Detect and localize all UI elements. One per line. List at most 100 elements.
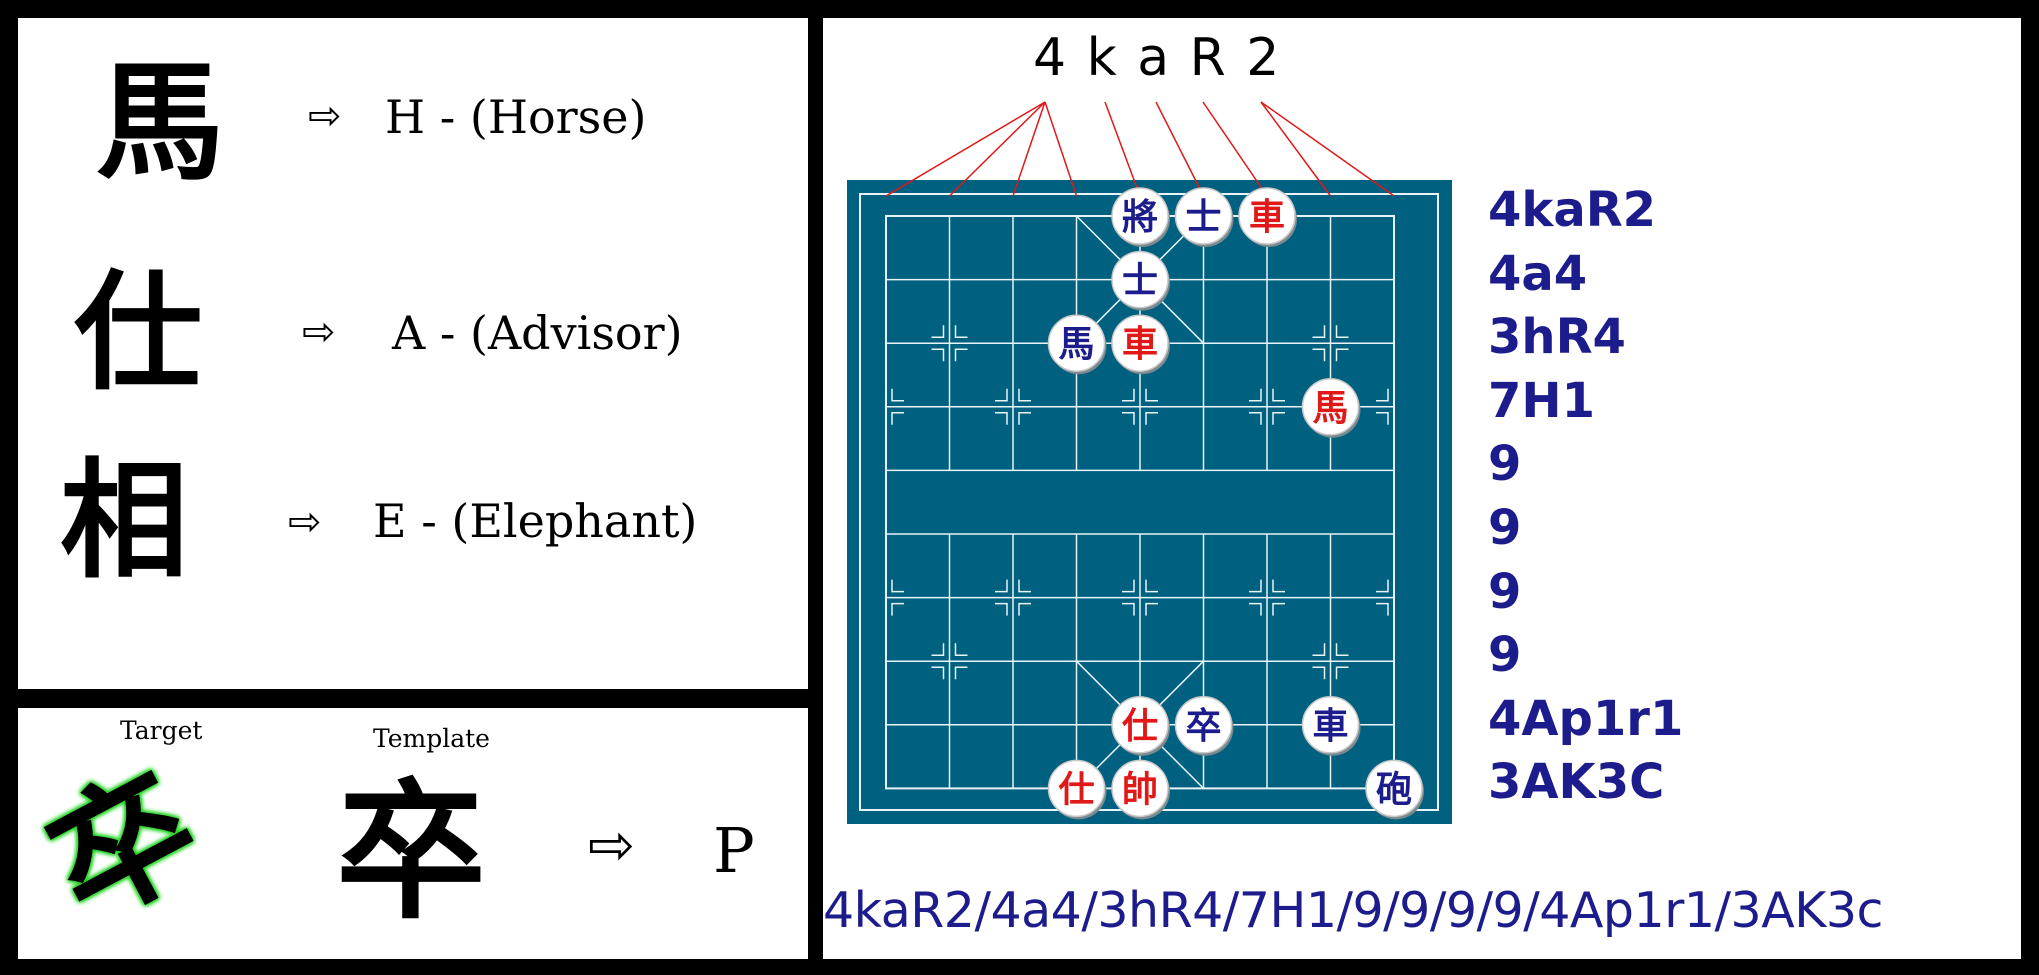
full-fen-string: 4kaR2/4a4/3hR4/7H1/9/9/9/9/4Ap1r1/3AK3c <box>823 882 1883 939</box>
fen-pointer-line <box>948 101 1046 197</box>
legend-glyph-elephant: 相 <box>60 447 189 596</box>
template-glyph: 卒 <box>336 766 487 940</box>
piece <box>1238 187 1296 245</box>
template-caption: Template <box>373 724 490 753</box>
position-marker <box>1335 643 1349 656</box>
position-marker <box>891 579 904 593</box>
position-marker <box>954 348 968 362</box>
target-glyph: 卒 <box>23 742 224 953</box>
position-marker <box>1376 388 1389 402</box>
row-fen-9: 4Ap1r1 <box>1488 690 1684 747</box>
position-marker <box>1249 579 1262 593</box>
top-row-fen: 4 k a R 2 <box>1033 28 1282 88</box>
piece-label: 車 <box>1249 197 1285 238</box>
position-marker <box>1335 348 1349 362</box>
piece <box>1174 696 1233 754</box>
position-marker <box>1145 602 1158 616</box>
fen-pointer-line <box>1104 101 1141 197</box>
piece <box>1047 759 1106 818</box>
piece <box>1111 696 1169 754</box>
piece-label: 仕 <box>1058 769 1094 810</box>
piece <box>1047 314 1106 372</box>
row-fen-1: 4kaR2 <box>1488 182 1657 238</box>
legend-arrow-horse: ⇨ <box>308 93 342 139</box>
position-marker <box>1145 412 1158 425</box>
legend-panel: 馬 ⇨ H - (Horse) 仕 ⇨ A - (Advisor) 相 ⇨ E … <box>18 18 808 689</box>
position-marker <box>891 412 904 425</box>
template-match-panel: Target Template 卒 卒 ⇨ P <box>18 708 808 959</box>
row-fen-5: 9 <box>1488 436 1522 493</box>
piece <box>1301 378 1360 436</box>
board-panel: 4 k a R 2 將士車士馬車馬仕卒車仕帥砲 4kaR2 4a4 3hR4 7… <box>823 18 2021 959</box>
piece-label: 仕 <box>1122 706 1158 747</box>
position-marker <box>1122 579 1135 593</box>
piece <box>1111 759 1169 818</box>
position-marker <box>995 412 1008 425</box>
piece <box>1111 187 1169 245</box>
legend-glyph-advisor: 仕 <box>74 259 203 408</box>
row-fen-4: 7H1 <box>1488 372 1595 429</box>
xiangqi-board: 將士車士馬車馬仕卒車仕帥砲 <box>847 101 1452 824</box>
row-fen-2: 4a4 <box>1488 245 1588 302</box>
position-marker <box>891 602 904 616</box>
position-marker <box>995 388 1008 402</box>
position-marker <box>1145 388 1158 402</box>
position-marker <box>1018 579 1031 593</box>
position-marker <box>1272 388 1285 402</box>
result-letter: P <box>713 814 755 887</box>
position-marker <box>891 388 904 402</box>
legend-arrow-advisor: ⇨ <box>302 309 336 355</box>
piece-label: 砲 <box>1376 769 1412 810</box>
position-marker <box>1122 388 1135 402</box>
row-fen-6: 9 <box>1488 499 1522 556</box>
piece <box>1301 696 1360 754</box>
piece-label: 馬 <box>1058 324 1094 365</box>
fen-pointer-line <box>1155 101 1205 197</box>
position-marker <box>1312 348 1326 362</box>
river <box>887 471 1393 533</box>
fen-pointer-line <box>885 101 1046 197</box>
result-arrow: ⇨ <box>588 813 635 878</box>
piece-label: 將 <box>1122 197 1158 238</box>
position-marker <box>954 666 968 680</box>
position-marker <box>1335 666 1349 680</box>
position-marker <box>931 643 945 656</box>
position-marker <box>1272 602 1285 616</box>
position-marker <box>1335 325 1349 338</box>
position-marker <box>1376 579 1389 593</box>
position-marker <box>1312 666 1326 680</box>
position-marker <box>1376 602 1389 616</box>
position-marker <box>1249 388 1262 402</box>
legend-text-elephant: E - (Elephant) <box>373 494 698 548</box>
position-marker <box>1122 602 1135 616</box>
row-fen-8: 9 <box>1488 627 1522 684</box>
target-caption: Target <box>120 716 203 745</box>
position-marker <box>1272 579 1285 593</box>
position-marker <box>931 348 945 362</box>
position-marker <box>1018 412 1031 425</box>
position-marker <box>1018 602 1031 616</box>
position-marker <box>1249 412 1262 425</box>
position-marker <box>995 602 1008 616</box>
position-marker <box>1249 602 1262 616</box>
piece <box>1111 314 1169 372</box>
piece-label: 車 <box>1122 324 1158 365</box>
position-marker <box>1376 412 1389 425</box>
position-marker <box>1018 388 1031 402</box>
row-fen-3: 3hR4 <box>1488 309 1626 366</box>
position-marker <box>1122 412 1135 425</box>
row-fen-10: 3AK3C <box>1488 754 1665 811</box>
piece-label: 車 <box>1312 706 1348 747</box>
position-marker <box>1145 579 1158 593</box>
legend-text-horse: H - (Horse) <box>385 90 647 144</box>
position-marker <box>1312 325 1326 338</box>
position-marker <box>931 666 945 680</box>
piece-label: 卒 <box>1185 706 1221 747</box>
row-fen-list: 4kaR2 4a4 3hR4 7H1 9 9 9 9 4Ap1r1 3AK3C <box>1488 178 1683 814</box>
position-marker <box>954 643 968 656</box>
fen-pointer-line <box>1260 101 1332 197</box>
fen-pointer-line <box>1012 101 1046 197</box>
fen-pointer-line <box>1260 101 1395 197</box>
piece <box>1111 250 1169 309</box>
piece-label: 帥 <box>1122 769 1158 810</box>
